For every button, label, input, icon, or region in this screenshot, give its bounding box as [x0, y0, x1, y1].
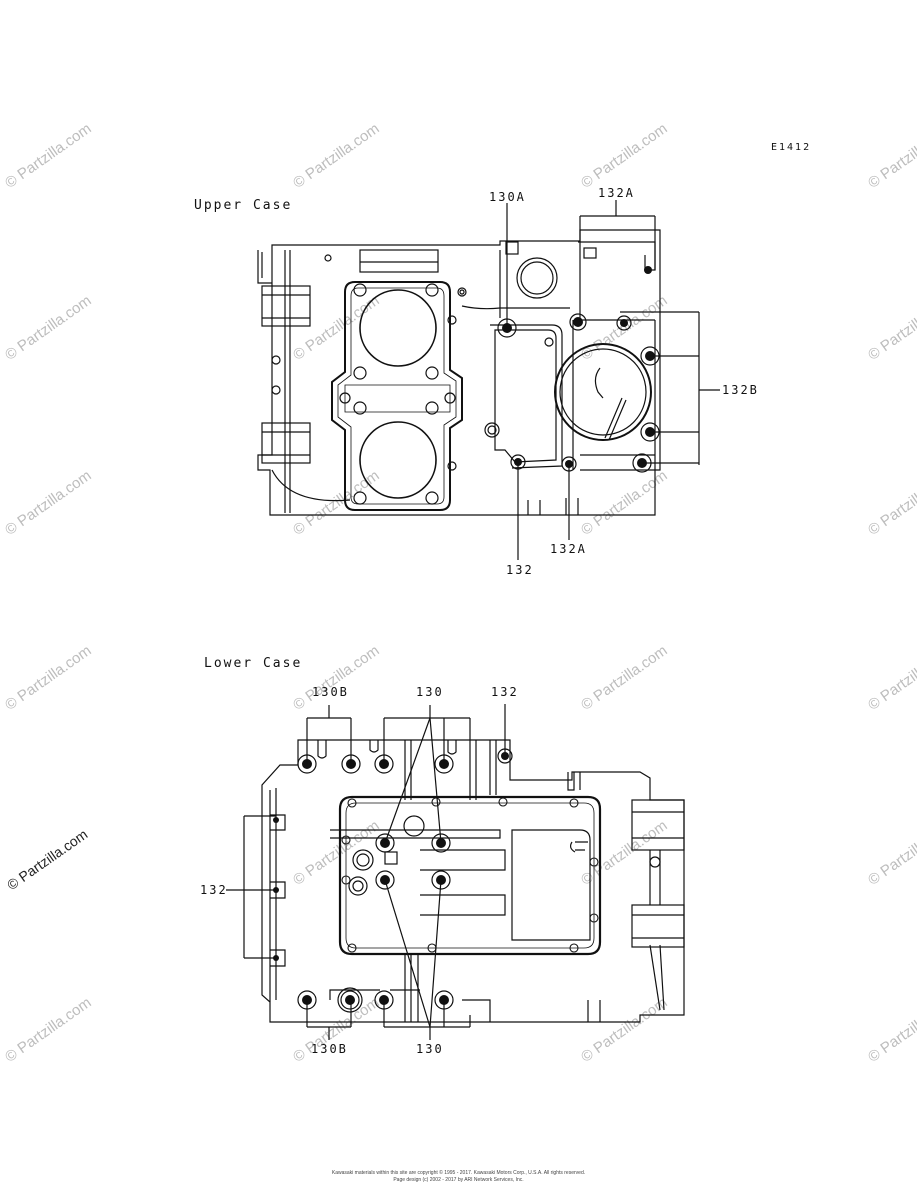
diagram-code: E1412: [771, 142, 812, 153]
label-130b-top: 130B: [312, 685, 349, 699]
upper-case-title: Upper Case: [194, 198, 293, 213]
label-132: 132: [506, 563, 534, 577]
lower-case-title: Lower Case: [204, 656, 303, 671]
label-132a-top: 132A: [598, 186, 635, 200]
label-132-top: 132: [491, 685, 519, 699]
label-132a-bottom: 132A: [550, 542, 587, 556]
label-130a: 130A: [489, 190, 526, 204]
bolt-130b-bottom-2: [345, 995, 355, 1005]
bolt-132a-top: [644, 266, 652, 274]
bolt-132b-4: [620, 319, 628, 327]
label-130b-bottom: 130B: [311, 1042, 348, 1056]
footer-design: Page design (c) 2002 - 2017 by ARI Netwo…: [393, 1177, 524, 1183]
label-132-left: 132: [200, 883, 228, 897]
bolt-132-left-1: [273, 817, 279, 823]
footer-copyright: Kawasaki materials within this site are …: [331, 1170, 586, 1176]
label-132b: 132B: [722, 383, 759, 397]
label-130-bottom: 130: [416, 1042, 444, 1056]
label-130-top: 130: [416, 685, 444, 699]
